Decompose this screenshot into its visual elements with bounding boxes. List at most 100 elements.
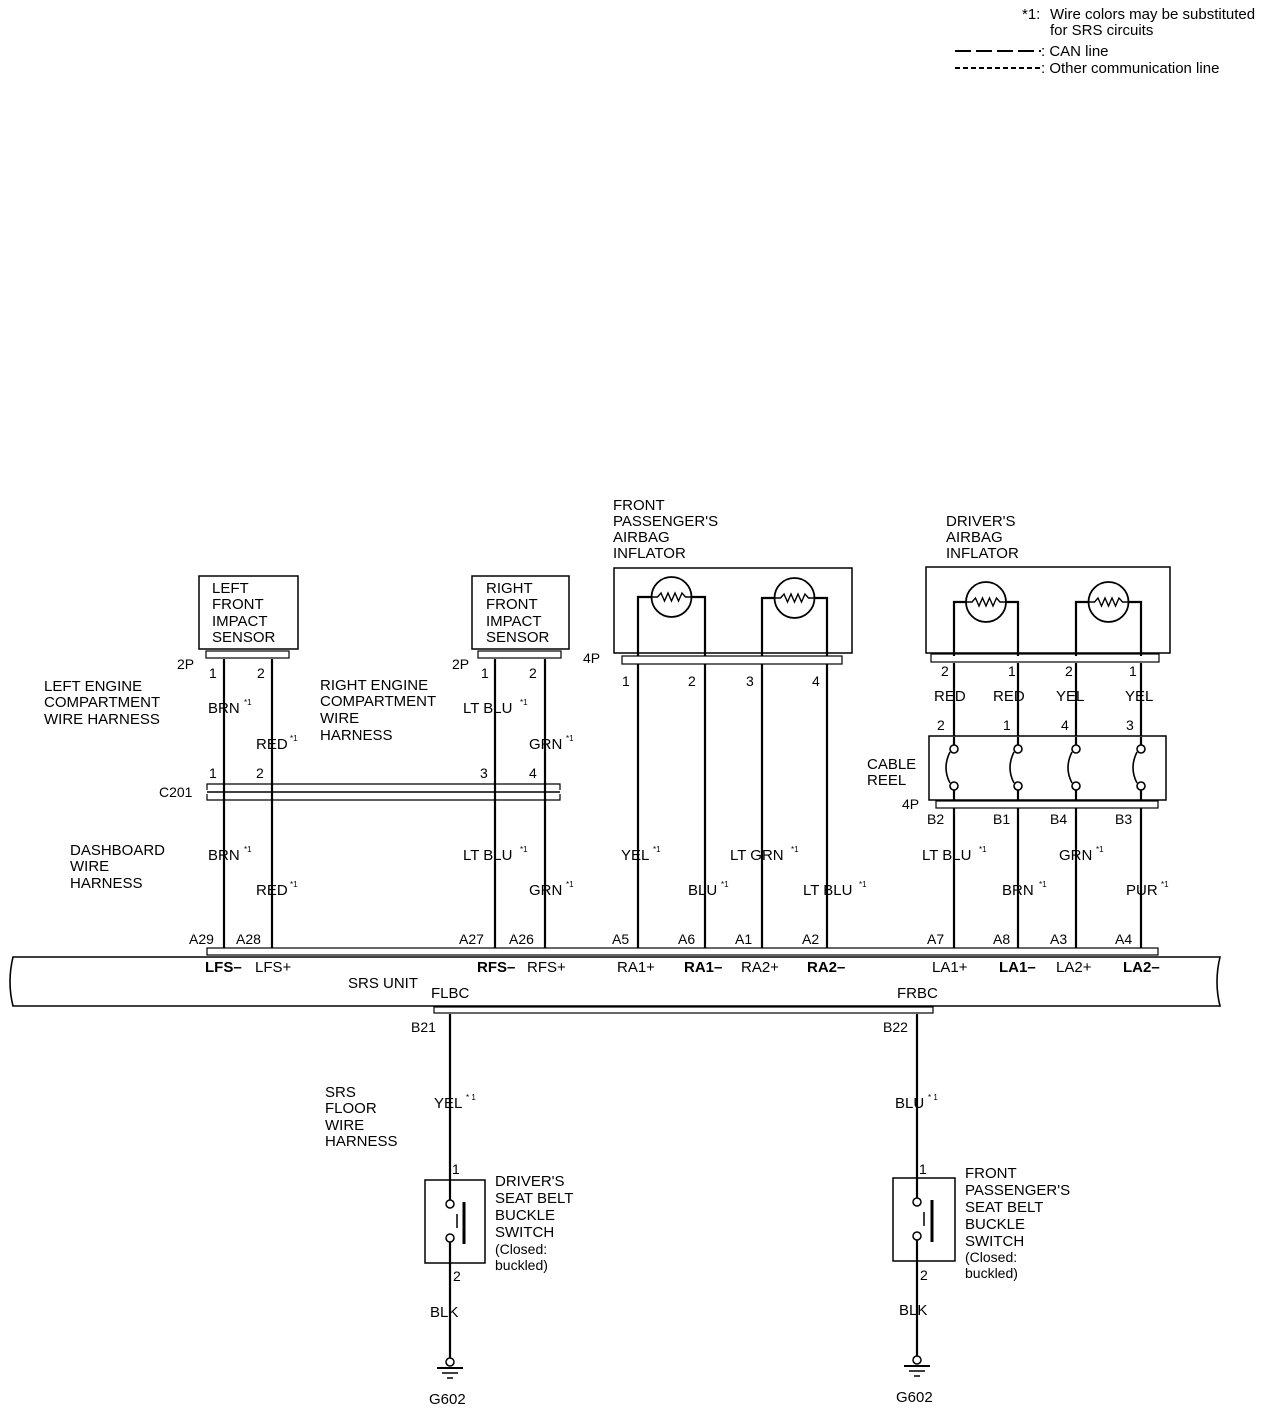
- c201-bracket-top: [206, 783, 561, 790]
- right-sensor-connector: [477, 650, 562, 659]
- pin-label: 2: [1065, 663, 1073, 679]
- srs-floor-harness-label: FLOOR: [325, 1100, 377, 1117]
- pin-label: 1: [1003, 717, 1011, 733]
- legend-note-line1: Wire colors may be substituted: [1050, 6, 1255, 23]
- pin-label: 1: [452, 1161, 460, 1177]
- pin-label: B21: [411, 1019, 436, 1035]
- wire-color: YEL: [621, 847, 649, 864]
- legend: *1: Wire colors may be substituted for S…: [955, 6, 1255, 77]
- driver-buckle-switch-box: [424, 1179, 486, 1264]
- terminal-label: RA2–: [807, 959, 845, 976]
- wire-color: BLU: [895, 1095, 924, 1112]
- left-front-impact-sensor: LEFT FRONT IMPACT SENSOR 2P 1 2: [177, 575, 299, 681]
- left-sensor-2p: 2P: [177, 656, 194, 672]
- srs-unit-connector-b: [433, 1006, 934, 1014]
- right-engine-harness-label: COMPARTMENT: [320, 693, 436, 710]
- terminal-label: LA1–: [999, 959, 1036, 976]
- pin-label: 3: [480, 765, 488, 781]
- wire-color-star: *1: [566, 880, 574, 889]
- left-engine-harness-label: COMPARTMENT: [44, 694, 160, 711]
- pin-label: 4: [812, 673, 820, 689]
- pin-label: B22: [883, 1019, 908, 1035]
- passenger-inflator-label: FRONT: [613, 497, 665, 514]
- wire-color: YEL: [1056, 688, 1084, 705]
- terminal-label: LA1+: [932, 959, 968, 976]
- wire-color: RED: [256, 736, 288, 753]
- wire-color: GRN: [1059, 847, 1092, 864]
- ground-label: G602: [896, 1389, 933, 1406]
- front-passenger-airbag-inflator: FRONT PASSENGER'S AIRBAG INFLATOR 4P 1 2…: [583, 497, 853, 689]
- driver-buckle-label: buckled): [495, 1257, 548, 1273]
- c201-bracket-bottom: [206, 794, 561, 801]
- wire-color: GRN: [529, 736, 562, 753]
- passenger-buckle-label: FRONT: [965, 1165, 1017, 1182]
- pin-label: 2: [920, 1267, 928, 1283]
- wire-color-star: *1: [520, 698, 528, 707]
- passenger-buckle-label: (Closed:: [965, 1249, 1017, 1265]
- reel-contact-icon: [1067, 737, 1082, 800]
- drivers-airbag-inflator: DRIVER'S AIRBAG INFLATOR 2 1 2 1: [925, 513, 1171, 679]
- pin-label: 1: [622, 673, 630, 689]
- wire-color: LT BLU: [463, 700, 512, 717]
- terminal-label: RA1–: [684, 959, 722, 976]
- c201-label: C201: [159, 784, 193, 800]
- driver-buckle-label: SEAT BELT: [495, 1190, 573, 1207]
- driver-buckle-label: BUCKLE: [495, 1207, 555, 1224]
- passenger-buckle-label: SWITCH: [965, 1233, 1024, 1250]
- terminal-label: FRBC: [897, 985, 938, 1002]
- pin-label: B1: [993, 811, 1010, 827]
- c201-connector: C201 1 2 3 4: [159, 765, 561, 801]
- srs-unit-connector-a: [206, 947, 1159, 956]
- left-sensor-label: LEFT: [212, 580, 249, 597]
- wire-color: RED: [993, 688, 1025, 705]
- squib-resistor-icon: [952, 581, 1020, 656]
- srs-floor-harness-label: SRS: [325, 1084, 356, 1101]
- passenger-buckle-circuit: BLU * 1 1 2 FRONT PASSENGER'S SEAT BELT …: [892, 1014, 1070, 1406]
- lower-wire-colors: BRN *1 RED *1 LT BLU *1 GRN *1 YEL *1 BL…: [208, 845, 1169, 899]
- pin-label: 2: [257, 665, 265, 681]
- wire-color-star: *1: [1096, 845, 1104, 854]
- passenger-buckle-label: SEAT BELT: [965, 1199, 1043, 1216]
- passenger-inflator-label: AIRBAG: [613, 529, 670, 546]
- terminal-label: RFS–: [477, 959, 515, 976]
- passenger-buckle-label: BUCKLE: [965, 1216, 1025, 1233]
- right-front-impact-sensor: RIGHT FRONT IMPACT SENSOR 2P 1 2: [452, 575, 570, 681]
- reel-contact-icon: [945, 737, 960, 800]
- terminal-label: LFS–: [205, 959, 242, 976]
- right-sensor-box: [471, 575, 570, 650]
- passenger-inflator-4p: 4P: [583, 650, 600, 666]
- right-engine-harness-label: WIRE: [320, 710, 359, 727]
- wire-color: LT GRN: [730, 847, 784, 864]
- passenger-inflator-label: PASSENGER'S: [613, 513, 718, 530]
- wire-color: LT BLU: [463, 847, 512, 864]
- pin-label: 4: [529, 765, 537, 781]
- pin-label: 1: [209, 765, 217, 781]
- ground-label: G602: [429, 1391, 466, 1408]
- driver-inflator-connector: [930, 653, 1160, 663]
- passenger-buckle-label: PASSENGER'S: [965, 1182, 1070, 1199]
- terminal-label: RA2+: [741, 959, 779, 976]
- right-engine-harness-label: RIGHT ENGINE: [320, 677, 428, 694]
- pin-label: B2: [927, 811, 944, 827]
- pin-label: A4: [1115, 931, 1132, 947]
- legend-can-line: : CAN line: [1041, 43, 1109, 60]
- wire-color: RED: [256, 882, 288, 899]
- terminal-label: LFS+: [255, 959, 292, 976]
- pin-label: A3: [1050, 931, 1067, 947]
- right-sensor-label: FRONT: [486, 596, 538, 613]
- legend-note-line2: for SRS circuits: [1050, 22, 1153, 39]
- inflator-squibs: [636, 576, 1143, 656]
- pin-label: 2: [256, 765, 264, 781]
- wire-color: YEL: [1125, 688, 1153, 705]
- driver-inflator-label: INFLATOR: [946, 545, 1019, 562]
- dashboard-harness-label: WIRE: [70, 858, 109, 875]
- wire-color-star: *1: [1039, 880, 1047, 889]
- pin-label: A1: [735, 931, 752, 947]
- passenger-inflator-label: INFLATOR: [613, 545, 686, 562]
- wire-color-star: *1: [653, 845, 661, 854]
- squib-resistor-icon: [636, 576, 707, 656]
- wire-color: LT BLU: [803, 882, 852, 899]
- right-sensor-label: RIGHT: [486, 580, 533, 597]
- passenger-buckle-label: buckled): [965, 1265, 1018, 1281]
- wire-color-star: *1: [791, 845, 799, 854]
